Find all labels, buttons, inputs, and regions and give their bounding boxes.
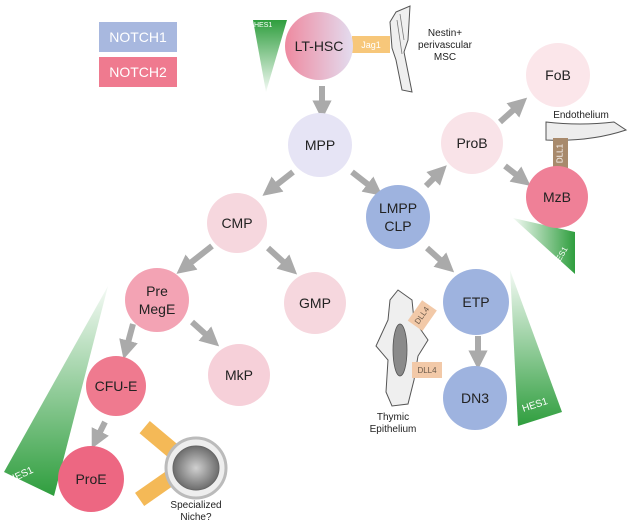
thymic-epithelium-label: Thymic Epithelium xyxy=(369,412,417,435)
node-dn3: DN3 xyxy=(443,366,507,430)
node-cfu-e: CFU-E xyxy=(86,356,146,416)
hes1-gradient-mzb xyxy=(513,218,575,274)
endothelium-label: Endothelium xyxy=(553,110,609,121)
arrow-prob-mzb xyxy=(503,163,531,186)
node-proe: ProE xyxy=(58,446,124,512)
dll4-bottom-label: DLL4 xyxy=(417,365,437,375)
node-gmp-label: GMP xyxy=(299,295,331,311)
nestin-msc-label: Nestin+ perivascular MSC xyxy=(418,28,472,63)
node-pre-mege: Pre MegE xyxy=(125,268,189,332)
node-prob: ProB xyxy=(441,112,503,174)
dll4-bottom-ligand-bar xyxy=(412,362,442,378)
legend-notch2-label: NOTCH2 xyxy=(109,64,167,80)
node-prob-label: ProB xyxy=(456,135,488,151)
legend-notch2: NOTCH2 xyxy=(99,57,177,87)
hes1-gradient-thymus xyxy=(510,270,562,426)
node-lt-hsc-label: LT-HSC xyxy=(294,38,344,54)
node-lmpp-clp: LMPP CLP xyxy=(366,185,430,249)
node-cfu-e-label: CFU-E xyxy=(94,378,138,394)
hes1-top-label: HES1 xyxy=(254,22,273,29)
arrow-mpp-cmp xyxy=(262,169,295,196)
node-pre-mege-label: Pre MegE xyxy=(138,283,176,317)
jag1-ligand-bar xyxy=(352,36,390,53)
niche-ligand-top xyxy=(139,421,181,459)
node-mzb-label: MzB xyxy=(543,189,571,205)
jag1-label: Jag1 xyxy=(361,39,381,50)
node-etp: ETP xyxy=(443,269,509,335)
dll4-top-ligand-bar xyxy=(407,300,437,331)
msc-cell-inner xyxy=(396,13,405,55)
arrow-cmp-premege xyxy=(176,243,214,274)
arrow-premege-cfue xyxy=(119,323,138,360)
thymic-epithelium-nucleus xyxy=(392,323,408,377)
node-mkp-label: MkP xyxy=(225,367,253,383)
node-mpp-label: MPP xyxy=(304,137,336,153)
hes1-gradient-top xyxy=(253,20,287,92)
node-proe-label: ProE xyxy=(75,471,107,487)
node-mpp: MPP xyxy=(288,113,352,177)
arrow-cfue-proe xyxy=(91,420,109,449)
node-mkp: MkP xyxy=(208,344,270,406)
node-cmp-label: CMP xyxy=(221,215,253,231)
legend-notch1-label: NOTCH1 xyxy=(109,29,167,45)
node-etp-label: ETP xyxy=(462,294,490,310)
node-fob: FoB xyxy=(526,43,590,107)
node-lmpp-clp-label: LMPP CLP xyxy=(378,200,418,234)
arrow-cmp-gmp xyxy=(265,245,298,275)
niche-cell-nucleus xyxy=(172,445,220,491)
node-dn3-label: DN3 xyxy=(460,390,489,406)
node-mzb: MzB xyxy=(526,166,588,228)
arrow-premege-mkp xyxy=(189,319,220,347)
arrow-mpp-lmpp xyxy=(350,169,383,196)
node-lt-hsc: LT-HSC xyxy=(285,12,353,80)
arrow-lmpp-etp xyxy=(424,245,455,273)
dll1-label: DLL1 xyxy=(555,143,565,164)
hes1-gradient-erythroid xyxy=(4,286,108,496)
node-gmp: GMP xyxy=(284,272,346,334)
legend-notch1: NOTCH1 xyxy=(99,22,177,52)
dll1-ligand-bar xyxy=(553,138,568,168)
lineage-arrows xyxy=(91,86,531,449)
arrow-lmpp-prob xyxy=(423,165,447,189)
node-fob-label: FoB xyxy=(545,67,571,83)
node-cmp: CMP xyxy=(207,193,267,253)
arrow-prob-fob xyxy=(497,97,528,125)
specialized-niche-label: Specialized Niche? xyxy=(170,500,222,523)
